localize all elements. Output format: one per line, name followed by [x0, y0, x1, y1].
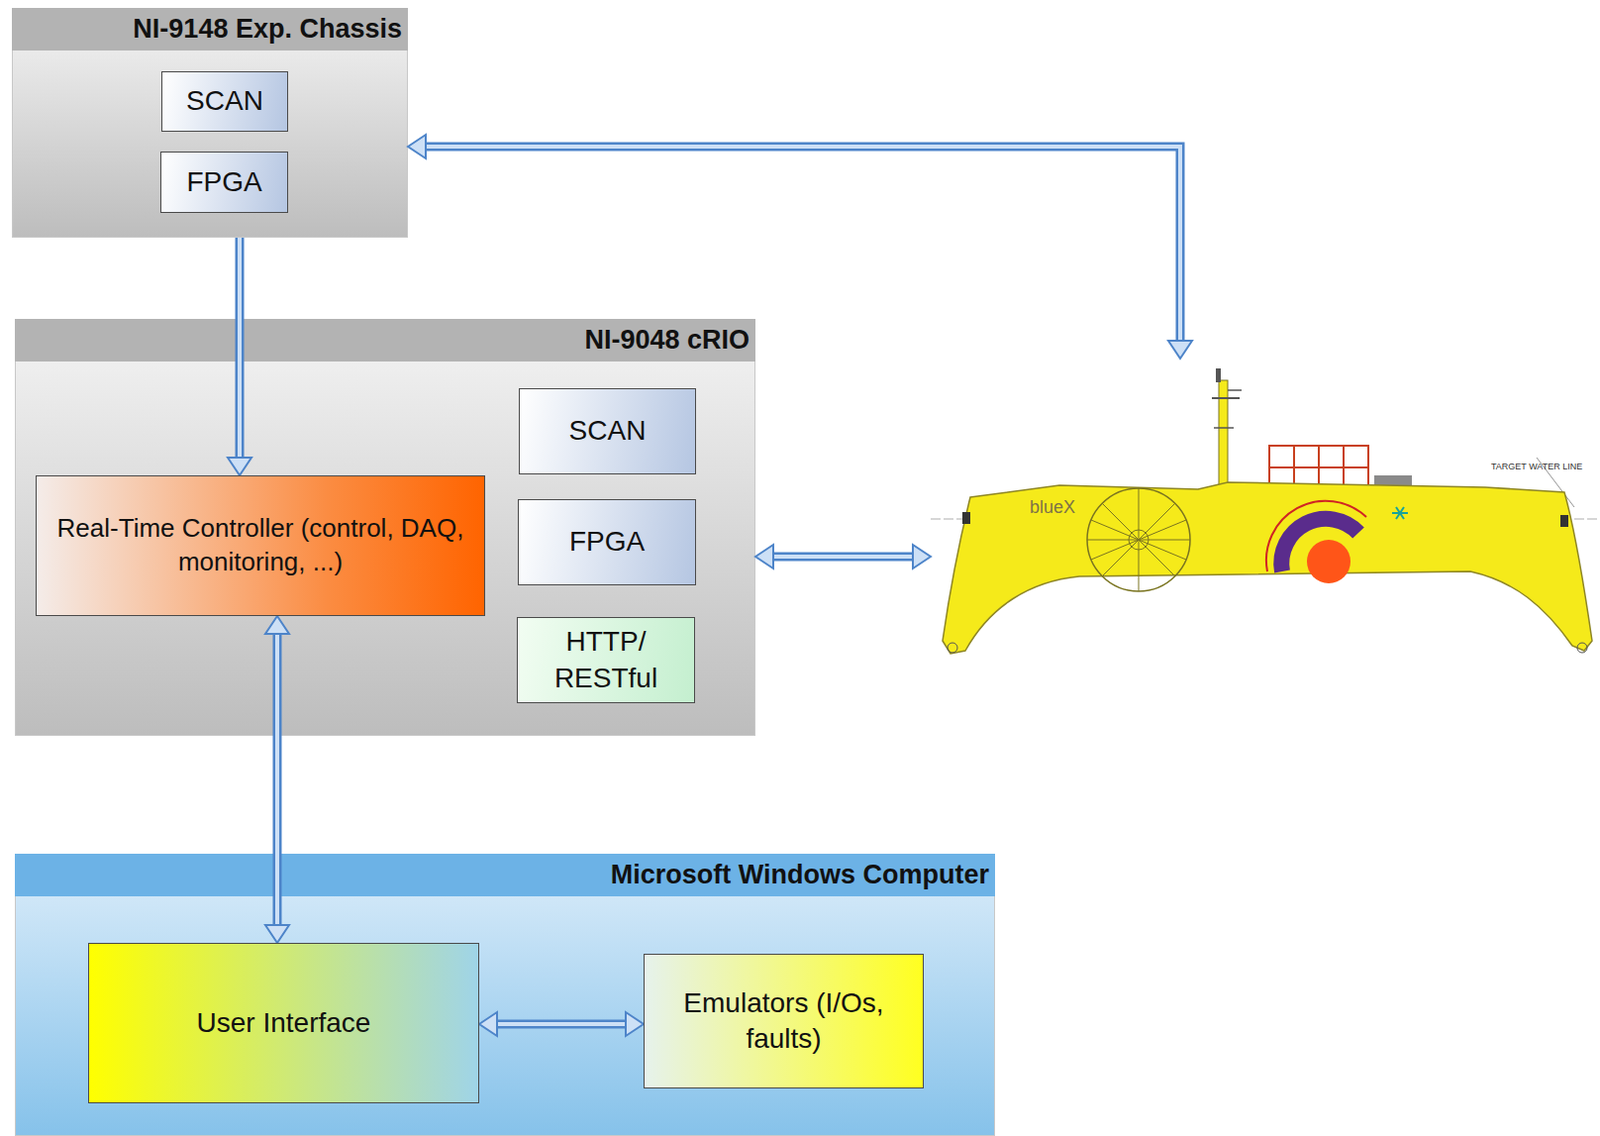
waterline-label: TARGET WATER LINE [1491, 461, 1583, 472]
vessel-illustration [930, 358, 1600, 686]
controller-box: Real-Time Controller (control, DAQ, moni… [35, 475, 486, 616]
panel-heading: NI-9048 cRIO [584, 318, 750, 362]
protocol-box: HTTP/ RESTful [516, 616, 696, 703]
connector-arrow [265, 615, 290, 943]
module-box: SCAN [518, 388, 697, 475]
vessel-node: blueX [930, 358, 1600, 686]
computer-panel: Microsoft Windows ComputerUser Interface… [14, 853, 996, 1136]
box-label: FPGA [178, 164, 270, 200]
box-label: Real-Time Controller (control, DAQ, moni… [36, 511, 485, 580]
module-box: FPGA [517, 499, 697, 586]
box-label: SCAN [178, 83, 272, 119]
panel-heading: NI-9148 Exp. Chassis [132, 7, 402, 51]
emulator-box: Emulators (I/Os, faults) [643, 953, 924, 1089]
connector-arrow [755, 544, 931, 569]
module-box: FPGA [160, 151, 289, 213]
connector-arrow [407, 134, 1193, 359]
box-label: User Interface [189, 1004, 380, 1041]
hull-logo: blueX [1029, 497, 1076, 518]
box-label: SCAN [561, 412, 655, 449]
box-label: Emulators (I/Os, faults) [669, 985, 899, 1058]
box-label: HTTP/ RESTful [523, 623, 689, 697]
ui-box: User Interface [88, 942, 480, 1103]
connector-arrow [227, 237, 252, 476]
box-label: FPGA [561, 523, 653, 560]
module-box: SCAN [161, 71, 289, 132]
crio-panel: NI-9048 cRIO Real-Time Controller (contro… [14, 318, 756, 736]
chassis-panel: NI-9148 Exp. ChassisSCAN FPGA [11, 7, 408, 238]
panel-heading: Microsoft Windows Computer [610, 853, 990, 897]
connector-arrow [479, 1011, 644, 1036]
